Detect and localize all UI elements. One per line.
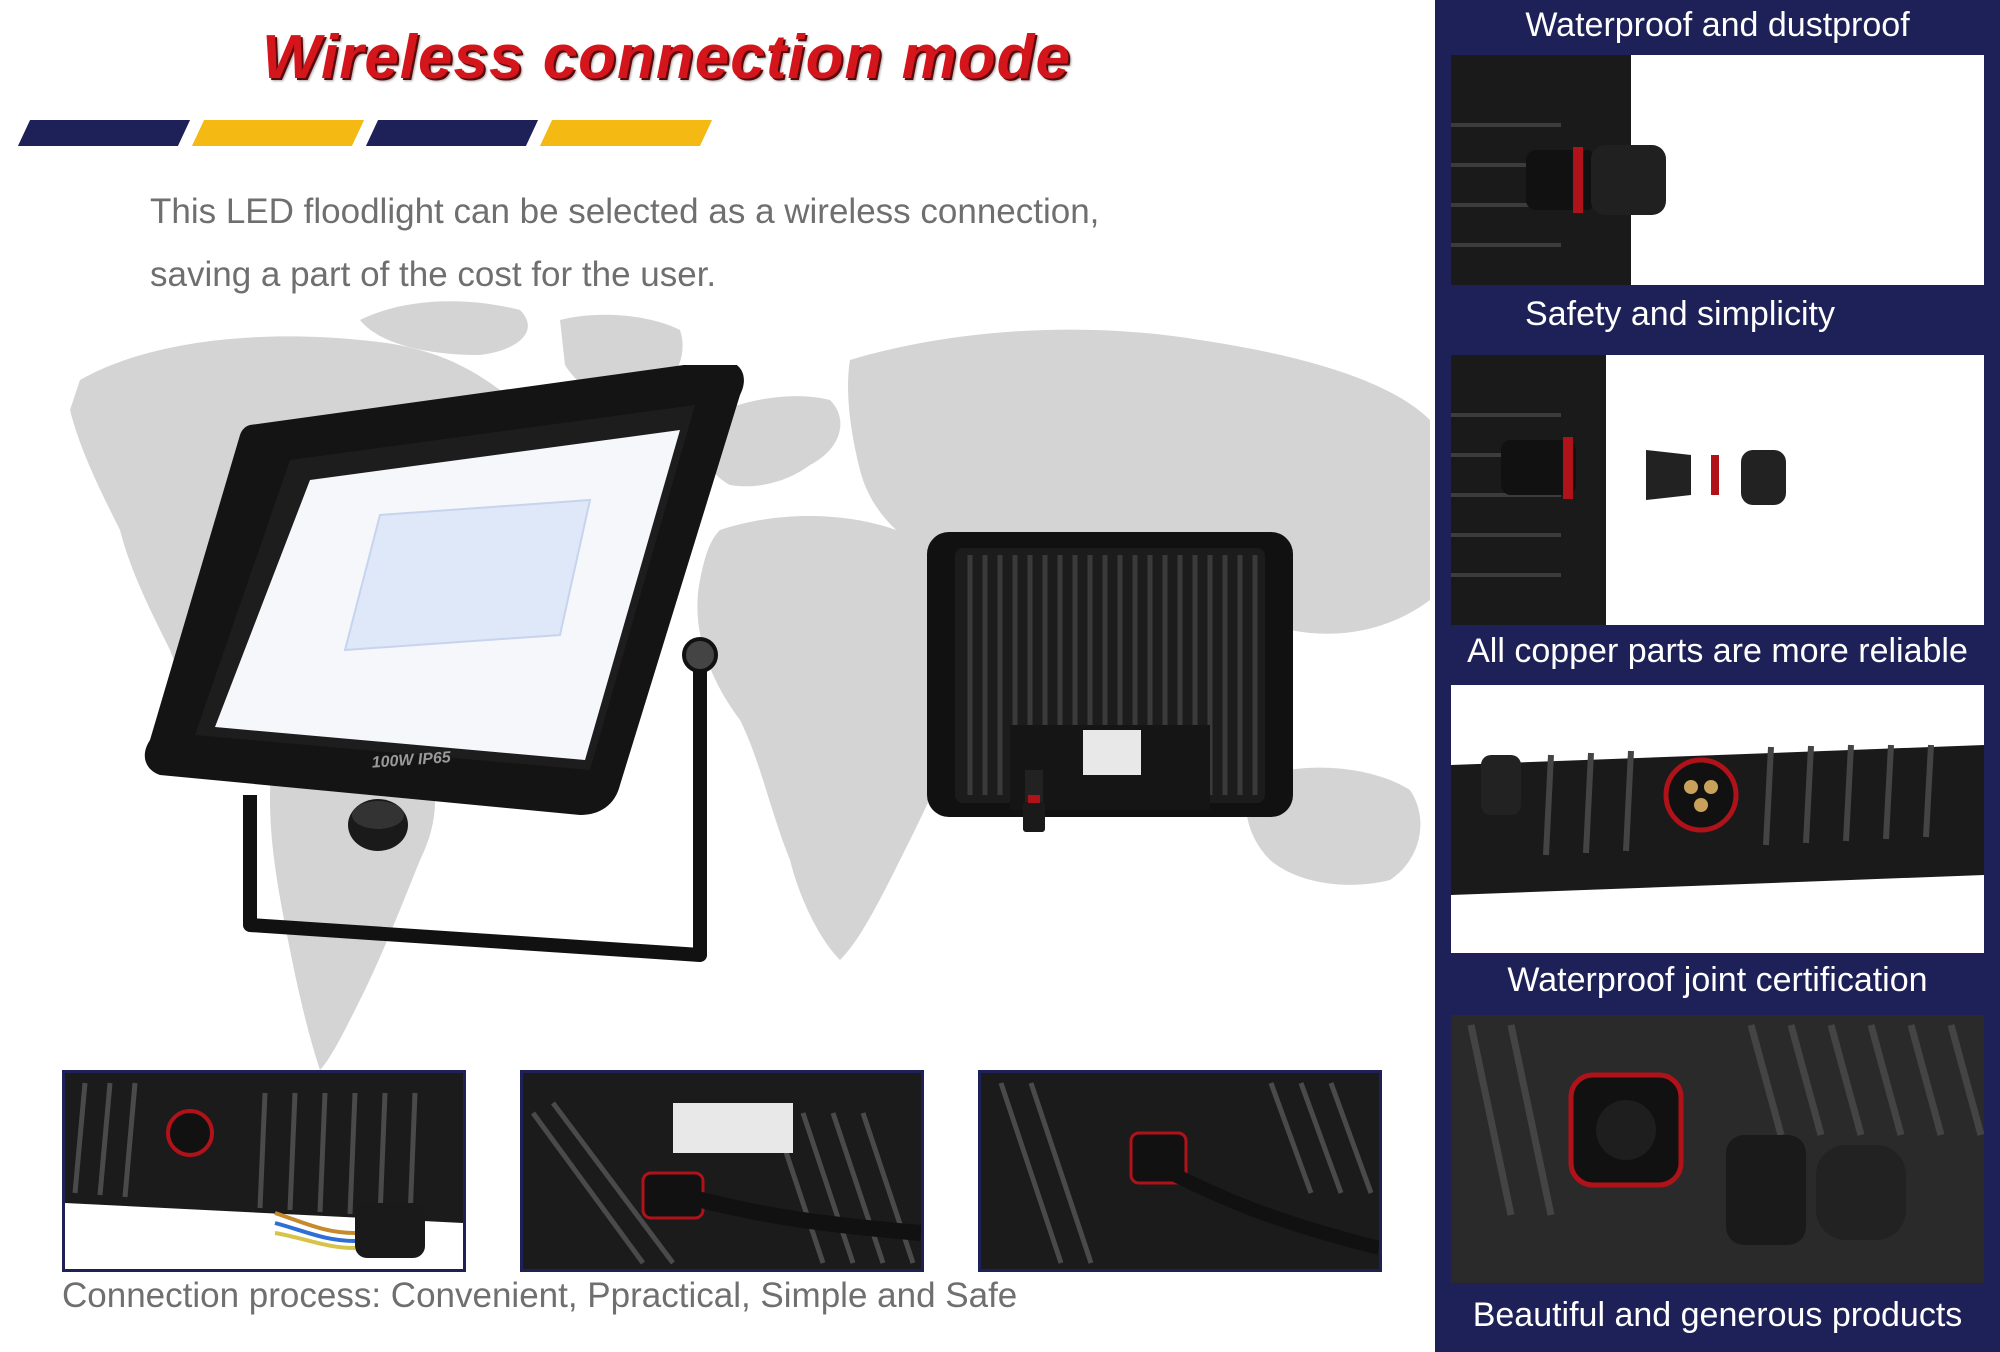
feature-label-safety: Safety and simplicity xyxy=(1525,295,1835,333)
page-title: Wireless connection mode xyxy=(262,23,1071,92)
feature-label-copper: All copper parts are more reliable xyxy=(1467,632,1968,670)
connection-step-image-2 xyxy=(520,1070,924,1272)
stripe-gold-1 xyxy=(191,120,365,146)
connection-step-image-3 xyxy=(978,1070,1382,1272)
feature-label-waterproof: Waterproof and dustproof xyxy=(1525,6,1910,44)
feature-label-beautiful: Beautiful and generous products xyxy=(1472,1296,1963,1334)
feature-image-certification xyxy=(1451,1015,1984,1283)
intro-line-1: This LED floodlight can be selected as a… xyxy=(150,192,1100,231)
feature-image-waterproof xyxy=(1451,55,1984,285)
stripe-navy-1 xyxy=(17,120,191,146)
floodlight-front-image: 100W IP65 xyxy=(144,365,744,962)
connection-step-image-1 xyxy=(62,1070,466,1272)
intro-line-2: saving a part of the cost for the user. xyxy=(150,255,717,294)
feature-image-copper xyxy=(1451,685,1984,953)
floodlight-back-image xyxy=(927,532,1293,832)
stripe-navy-2 xyxy=(365,120,539,146)
front-power-label: 100W IP65 xyxy=(371,749,452,772)
connection-process-caption: Connection process: Convenient, Ppractic… xyxy=(62,1276,1018,1315)
stripe-gold-2 xyxy=(539,120,713,146)
feature-label-certification: Waterproof joint certification xyxy=(1507,961,1928,999)
intro-text: This LED floodlight can be selected as a… xyxy=(150,180,1150,306)
feature-image-safety xyxy=(1451,355,1984,625)
